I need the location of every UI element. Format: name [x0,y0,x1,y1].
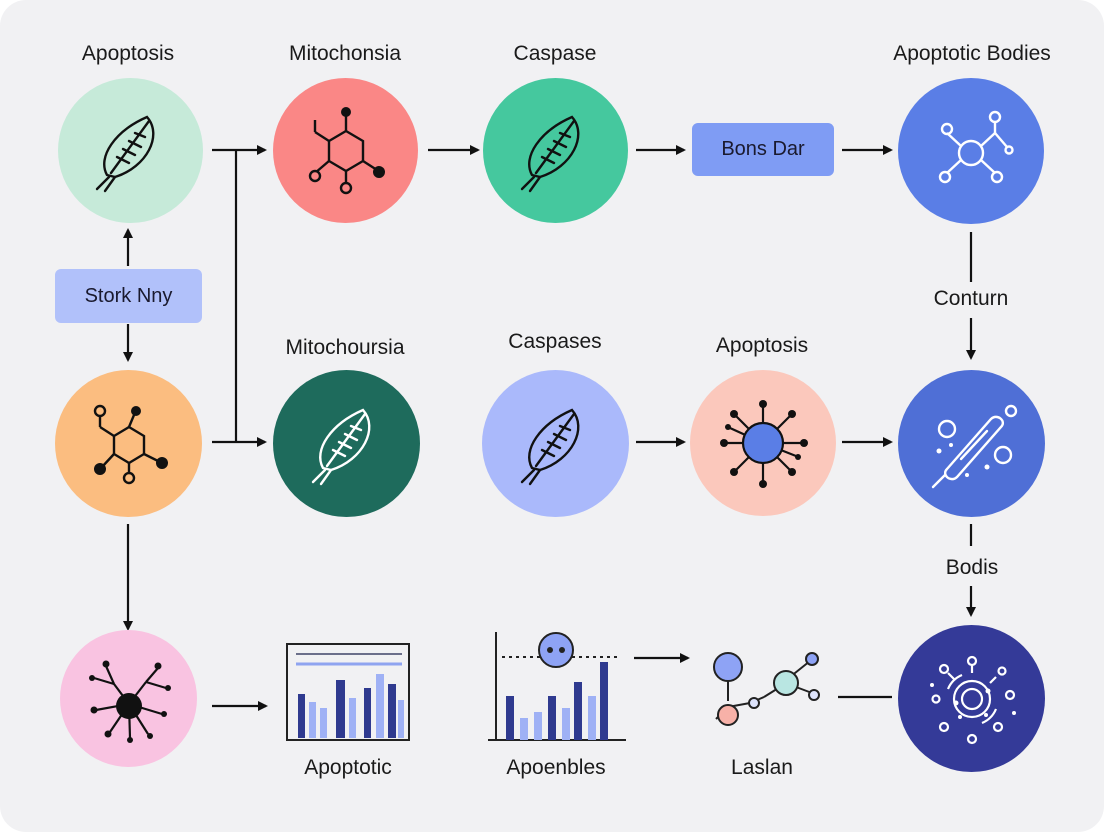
network-icon [938,110,1014,184]
leaf-cell-icon [520,408,579,485]
bons-dar-box: Bons Dar [692,123,834,176]
dendrite-cell-icon [88,660,171,743]
caspase-node [483,78,628,223]
label-mitochoursia: Mitochoursia [285,336,405,359]
label-apoptotic-bodies: Apoptotic Bodies [893,42,1051,65]
molecule-chain-icon [713,652,820,726]
leaf-cell-icon [520,115,579,192]
mitochonsia-node [273,78,418,223]
label-bodis: Bodis [945,556,999,579]
rod-particles-icon [931,404,1017,488]
apoptosis-virus-node [690,370,836,516]
molecule-icon [308,106,385,194]
dendrite-cell-node [60,630,197,767]
apoptosis-cell-node [58,78,203,223]
fragmented-body-icon [929,655,1016,744]
stork-nny-box: Stork Nny [55,269,202,323]
label-laslan: Laslan [731,756,793,779]
leaf-cell-icon [95,115,154,192]
apoenbles-bar-chart-graphic [488,632,626,741]
apoptotic-bodies-node [898,78,1044,224]
molecule-icon [93,404,168,484]
label-caspases: Caspases [508,330,602,353]
label-caspase: Caspase [513,42,597,65]
apoptotic-bar-chart-graphic [286,643,410,741]
conturn-node [898,370,1045,517]
caspases-node [482,370,629,517]
bodis-node [898,625,1045,772]
virus-icon [720,400,808,488]
apoenbles-bar-panel [486,620,634,746]
molecule-node [55,370,202,517]
label-conturn: Conturn [933,287,1009,310]
label-mitochonsia: Mitochonsia [288,42,402,65]
label-apoenbles: Apoenbles [506,756,606,779]
label-apoptosis-mid: Apoptosis [715,334,809,357]
label-apoptosis-top: Apoptosis [81,42,175,65]
apoptotic-bar-panel [284,640,412,744]
leaf-cell-icon [311,408,370,485]
mitochoursia-node [273,370,420,517]
label-apoptotic: Apoptotic [304,756,392,779]
laslan-molecule-panel [700,645,830,735]
